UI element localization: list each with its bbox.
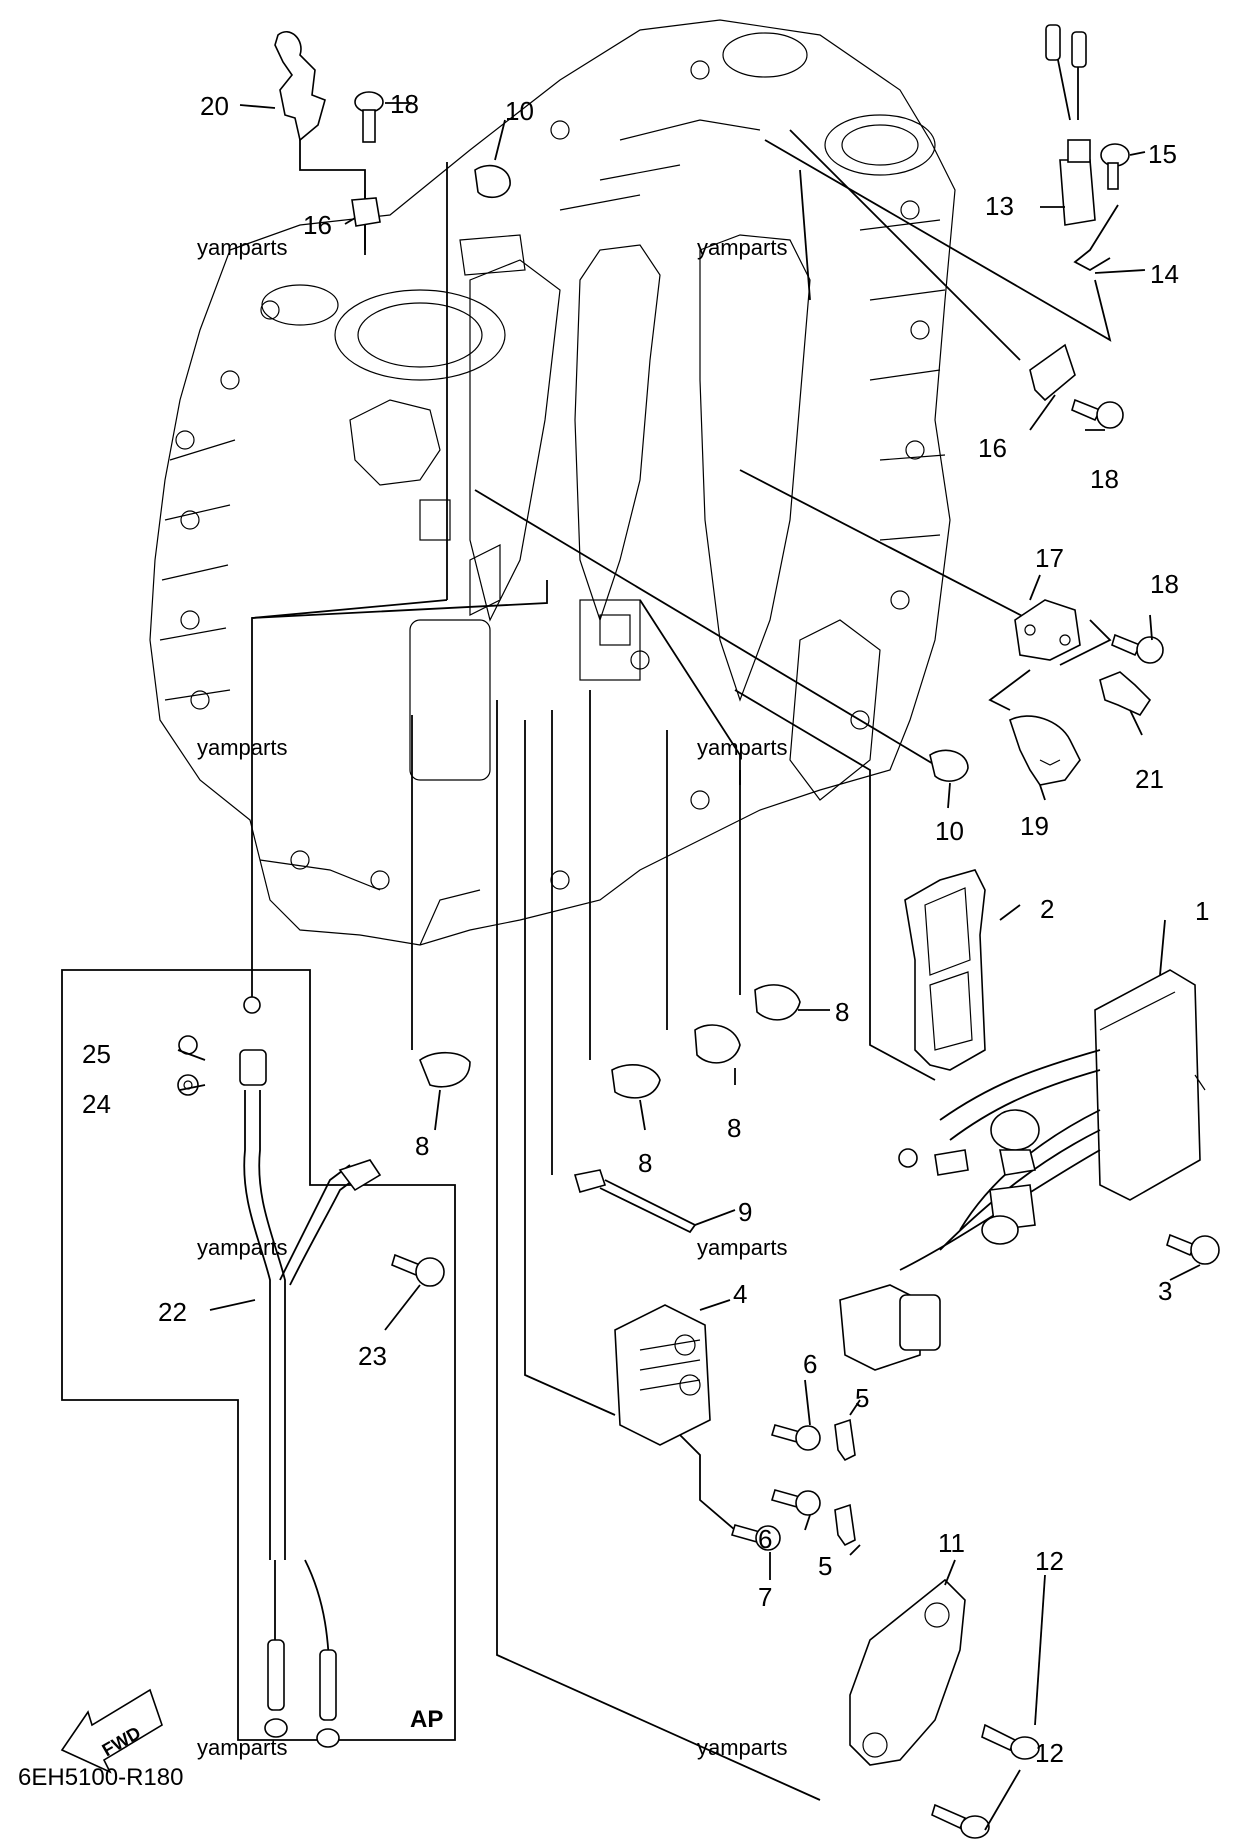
callout-11: 11 bbox=[938, 1528, 965, 1558]
clamp-part-8-a bbox=[419, 1051, 471, 1088]
leader-lines bbox=[61, 118, 1112, 1801]
callout-8-d: 8 bbox=[835, 997, 849, 1027]
clamp-part-19 bbox=[1009, 715, 1081, 786]
fwd-arrow-icon: FWD bbox=[60, 1688, 163, 1774]
callout-6-a: 6 bbox=[803, 1349, 817, 1379]
callout-10-b: 10 bbox=[935, 816, 964, 846]
screw-part-12-b bbox=[931, 1803, 990, 1839]
clamp-part-8-c bbox=[694, 1024, 741, 1064]
watermark-text: yamparts bbox=[697, 235, 787, 260]
callout-9: 9 bbox=[738, 1197, 752, 1227]
callout-12-a: 12 bbox=[1035, 1546, 1064, 1576]
watermark-text: yamparts bbox=[197, 1735, 287, 1760]
callout-16-b: 16 bbox=[978, 433, 1007, 463]
bolt-part-7 bbox=[730, 1524, 781, 1551]
callout-7: 7 bbox=[758, 1582, 772, 1612]
clamp-part-20 bbox=[274, 31, 326, 142]
callout-labels: 1 2 3 4 5 5 6 6 7 8 8 8 8 9 10 10 11 12 … bbox=[82, 89, 1209, 1768]
bracket-part-16-top bbox=[351, 197, 381, 227]
watermark-text: yamparts bbox=[697, 1735, 787, 1760]
bracket-part-17 bbox=[1014, 599, 1081, 661]
cover-part-11 bbox=[849, 1578, 966, 1766]
screw-part-12-a bbox=[981, 1723, 1040, 1760]
callout-16-a: 16 bbox=[303, 210, 332, 240]
ap-label: AP bbox=[410, 1706, 443, 1733]
watermark-text: yamparts bbox=[697, 1235, 787, 1260]
callout-5-b: 5 bbox=[818, 1551, 832, 1581]
bolt-part-18-top bbox=[354, 91, 384, 143]
sensor-part-13 bbox=[1045, 24, 1096, 226]
harness-part-22 bbox=[239, 996, 382, 1748]
watermark-text: yamparts bbox=[197, 735, 287, 760]
callout-15: 15 bbox=[1148, 139, 1177, 169]
callout-leaders bbox=[177, 102, 1201, 1831]
clamp-part-8-b bbox=[611, 1064, 661, 1099]
watermark-text: yamparts bbox=[197, 235, 287, 260]
callout-14: 14 bbox=[1150, 259, 1179, 289]
callout-3: 3 bbox=[1158, 1276, 1172, 1306]
callout-18-b: 18 bbox=[1090, 464, 1119, 494]
callout-17: 17 bbox=[1035, 543, 1064, 573]
clamp-part-21 bbox=[1099, 671, 1152, 717]
callout-13: 13 bbox=[985, 191, 1014, 221]
bolt-part-15 bbox=[1100, 143, 1130, 190]
watermarks: yamparts yamparts yamparts yamparts yamp… bbox=[197, 235, 787, 1760]
callout-5-a: 5 bbox=[855, 1383, 869, 1413]
callout-20: 20 bbox=[200, 91, 229, 121]
relay-part-4 bbox=[614, 1304, 711, 1446]
gasket-part-2 bbox=[904, 869, 986, 1071]
bolt-part-18-right-2 bbox=[1111, 633, 1164, 664]
clip-part-5-b bbox=[834, 1503, 856, 1547]
nut-part-24 bbox=[177, 1074, 199, 1096]
watermark-text: yamparts bbox=[197, 1235, 287, 1260]
bracket-part-16-right bbox=[1029, 343, 1076, 402]
clamp-part-8-d bbox=[754, 984, 801, 1021]
callout-8-c: 8 bbox=[727, 1113, 741, 1143]
callout-1: 1 bbox=[1195, 896, 1209, 926]
callout-2: 2 bbox=[1040, 894, 1054, 924]
clip-part-10-bottom bbox=[929, 749, 969, 782]
clip-part-10-top bbox=[474, 164, 511, 199]
cdi-unit-part-1 bbox=[839, 969, 1206, 1371]
callout-8-b: 8 bbox=[638, 1148, 652, 1178]
bolt-part-3 bbox=[1166, 1233, 1220, 1265]
callout-24: 24 bbox=[82, 1089, 111, 1119]
bolt-part-6-b bbox=[770, 1489, 821, 1516]
callout-18-a: 18 bbox=[390, 89, 419, 119]
callout-21: 21 bbox=[1135, 764, 1164, 794]
bolt-part-23 bbox=[391, 1253, 445, 1287]
callout-6-b: 6 bbox=[758, 1524, 772, 1554]
callout-25: 25 bbox=[82, 1039, 111, 1069]
callout-10-a: 10 bbox=[505, 96, 534, 126]
bolt-part-18-right-1 bbox=[1071, 398, 1124, 429]
callout-23: 23 bbox=[358, 1341, 387, 1371]
callout-8-a: 8 bbox=[415, 1131, 429, 1161]
clip-part-5-a bbox=[834, 1418, 856, 1462]
diagram-code: 6EH5100-R180 bbox=[18, 1764, 183, 1791]
engine-block bbox=[149, 19, 956, 946]
bolt-part-6-a bbox=[770, 1424, 821, 1451]
callout-4: 4 bbox=[733, 1279, 747, 1309]
watermark-text: yamparts bbox=[697, 735, 787, 760]
callout-19: 19 bbox=[1020, 811, 1049, 841]
callout-22: 22 bbox=[158, 1297, 187, 1327]
bracket-part-14 bbox=[1073, 204, 1119, 272]
callout-12-b: 12 bbox=[1035, 1738, 1064, 1768]
cable-tie-part-9 bbox=[573, 1169, 697, 1234]
callout-18-c: 18 bbox=[1150, 569, 1179, 599]
